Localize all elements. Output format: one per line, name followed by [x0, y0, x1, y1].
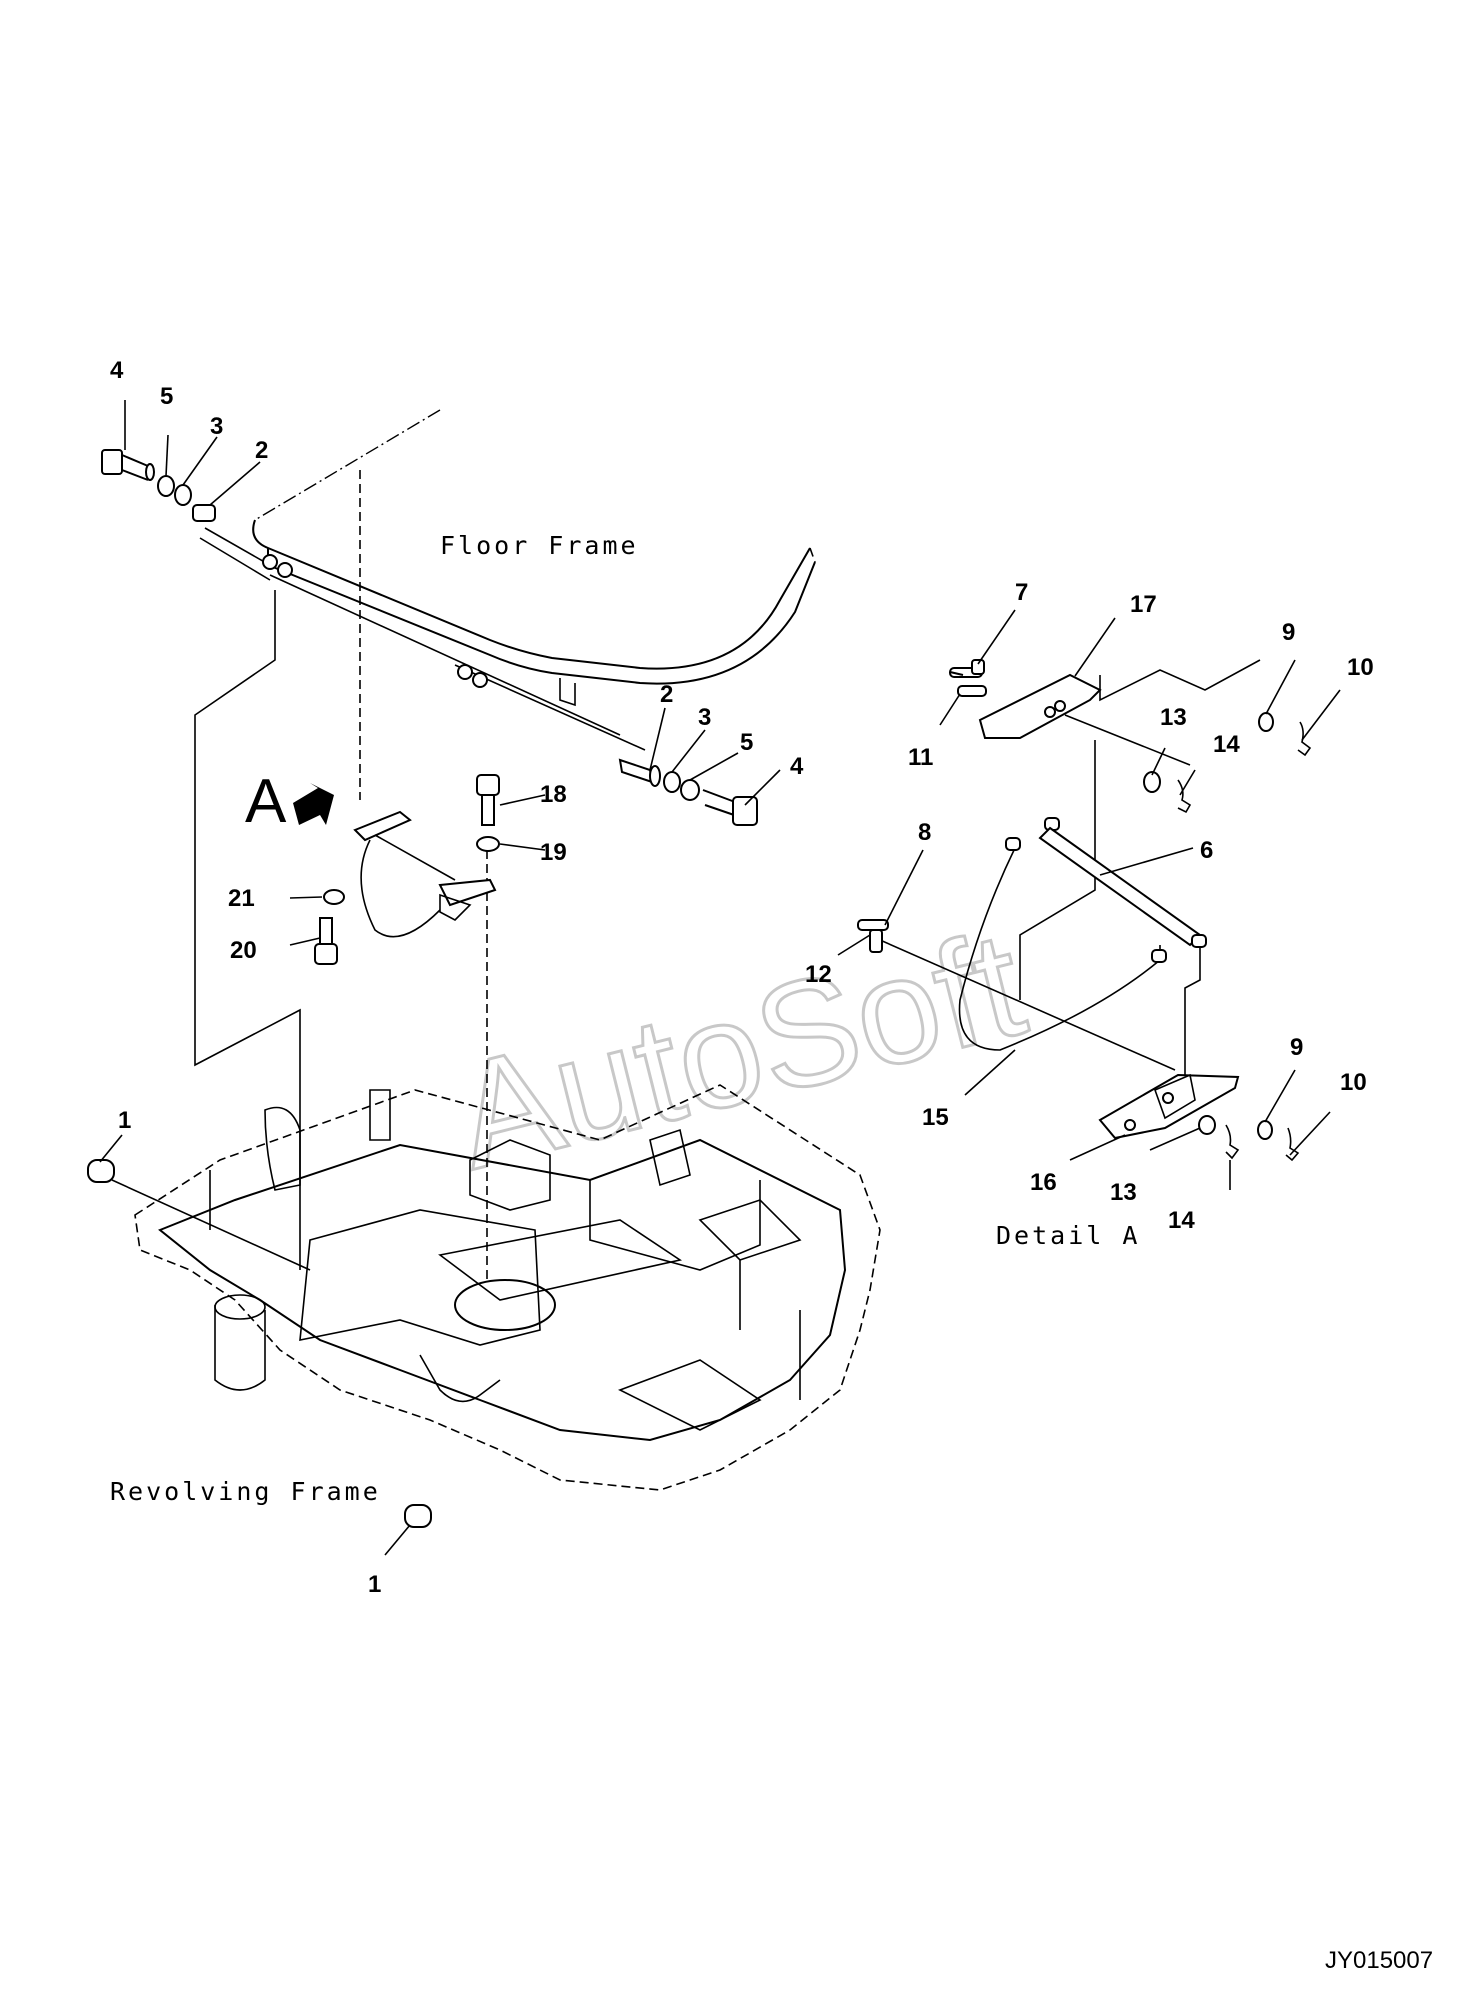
callout-8: 8 — [918, 819, 931, 846]
callout-3: 3 — [210, 413, 223, 440]
upper-left-hardware — [101, 449, 216, 522]
callout-18: 18 — [540, 781, 567, 808]
upper-right-hardware — [618, 758, 758, 826]
callout-5: 5 — [740, 729, 753, 756]
callout-20: 20 — [230, 937, 257, 964]
callout-12: 12 — [805, 961, 832, 988]
callout-5: 5 — [160, 383, 173, 410]
view-a-label: A — [245, 767, 287, 836]
drawing-number: JY015007 — [1325, 1947, 1433, 1974]
callout-9: 9 — [1282, 619, 1295, 646]
callout-15: 15 — [922, 1104, 949, 1131]
detail-a-label: Detail A — [996, 1221, 1140, 1250]
callout-6: 6 — [1200, 837, 1213, 864]
callout-14: 14 — [1168, 1207, 1195, 1234]
callout-2: 2 — [255, 437, 268, 464]
callout-7: 7 — [1015, 579, 1028, 606]
callout-4: 4 — [790, 753, 804, 780]
callout-16: 16 — [1030, 1169, 1057, 1196]
watermark: AutoSoft — [440, 898, 1039, 1200]
callout-1: 1 — [368, 1571, 381, 1598]
callout-10: 10 — [1347, 654, 1374, 681]
callout-9: 9 — [1290, 1034, 1303, 1061]
detail-a-drawing — [857, 659, 1312, 1162]
bolt-18-washer-19 — [476, 774, 500, 852]
callout-13: 13 — [1110, 1179, 1137, 1206]
callout-17: 17 — [1130, 591, 1157, 618]
callout-11: 11 — [908, 744, 933, 771]
callout-4: 4 — [110, 357, 124, 384]
callout-10: 10 — [1340, 1069, 1367, 1096]
callout-19: 19 — [540, 839, 567, 866]
view-arrow — [293, 783, 334, 825]
callout-21: 21 — [228, 885, 255, 912]
callout-14: 14 — [1213, 731, 1240, 758]
revolving-frame-label: Revolving Frame — [110, 1477, 381, 1506]
callout-1: 1 — [118, 1107, 131, 1134]
callout-3: 3 — [698, 704, 711, 731]
callout-2: 2 — [660, 681, 673, 708]
floor-frame-drawing — [199, 409, 816, 751]
callout-leaders — [99, 400, 1341, 1556]
lock-bracket-assembly — [314, 810, 497, 965]
callout-13: 13 — [1160, 704, 1187, 731]
floor-frame-label: Floor Frame — [440, 531, 639, 560]
callout-numbers: 4 5 3 2 2 3 5 4 18 19 21 20 7 17 9 10 13… — [110, 357, 1374, 1598]
revolving-frame-drawing — [87, 1084, 881, 1528]
